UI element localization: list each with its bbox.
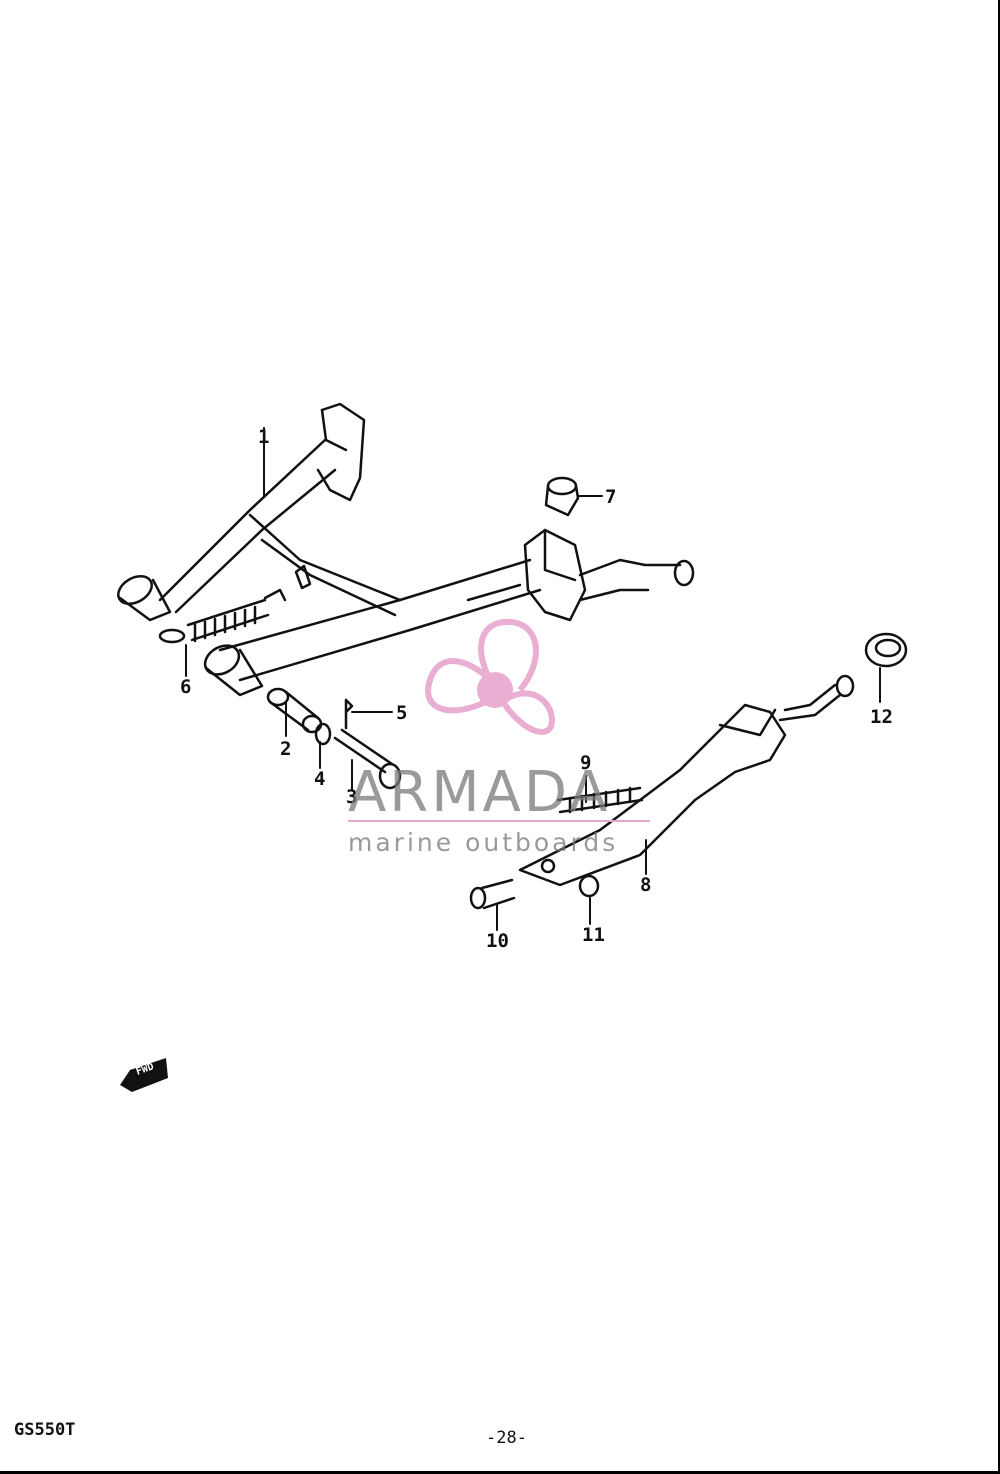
nut — [578, 874, 600, 898]
pivot-sleeve — [266, 687, 323, 734]
callout-9: 9 — [580, 752, 592, 774]
fwd-arrow-icon — [120, 1058, 168, 1092]
stand-cushion — [544, 476, 580, 517]
cotter-pin — [344, 698, 354, 730]
side-stand — [518, 674, 855, 887]
watermark-brand: ARMADA — [348, 760, 611, 825]
right-border — [998, 0, 1000, 1474]
watermark-tagline: marine outboards — [348, 828, 619, 857]
watermark-propeller-logo — [425, 618, 555, 735]
leader-lines — [185, 427, 881, 931]
side-stand-spring — [556, 786, 644, 814]
callout-4: 4 — [314, 768, 326, 790]
callout-6: 6 — [180, 676, 192, 698]
callout-11: 11 — [582, 924, 605, 946]
model-code: GS550T — [14, 1420, 76, 1440]
bottom-border — [0, 1471, 1000, 1474]
callout-1: 1 — [258, 426, 270, 448]
callout-7: 7 — [605, 486, 617, 508]
callout-2: 2 — [280, 738, 292, 760]
center-stand — [117, 402, 695, 697]
side-stand-bolt — [469, 878, 516, 910]
callout-10: 10 — [486, 930, 509, 952]
page-number: -28- — [486, 1428, 527, 1448]
washer — [314, 722, 332, 746]
callout-12: 12 — [870, 706, 893, 728]
pivot-bolt — [333, 728, 402, 790]
stand-spring — [158, 588, 287, 644]
callout-8: 8 — [640, 874, 652, 896]
callout-5: 5 — [396, 702, 408, 724]
watermark-divider — [348, 820, 650, 822]
side-stand-cushion — [864, 632, 908, 668]
callout-3: 3 — [346, 786, 358, 808]
